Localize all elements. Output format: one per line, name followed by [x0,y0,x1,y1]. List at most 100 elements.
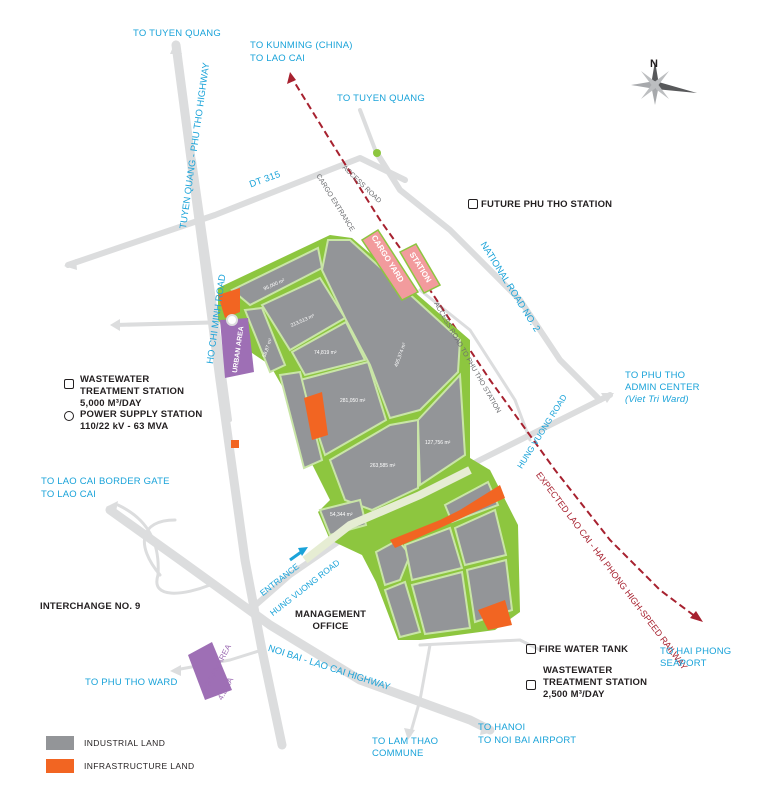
label-interchange: INTERCHANGE NO. 9 [40,601,141,612]
urban-area-small [188,642,232,700]
access-road-phu-tho [418,288,532,442]
train-icon [468,199,478,210]
label-viet-tri-ward: (Viet Tri Ward) [625,394,689,405]
noi-bai-highway [105,505,495,735]
label-to-hai-phong-1: TO HAI PHONG [660,646,732,657]
arrow-noi-bai-east [480,724,494,735]
area-a8: 127,756 m² [425,440,451,446]
railway-arrow-south [690,611,703,622]
area-a4: 74,819 m² [314,350,337,356]
parcel-south-5 [453,508,508,567]
label-fire-water: FIRE WATER TANK [526,644,628,656]
legend-infrastructure-swatch [46,759,74,773]
label-future-station: FUTURE PHU THO STATION [468,199,612,211]
label-to-phu-tho-admin-2: ADMIN CENTER [625,382,700,393]
parcel-a7 [328,418,419,512]
roundabout-north [373,149,381,157]
power-supply-marker [231,440,239,448]
management-line1: MANAGEMENT [295,609,367,620]
wastewater-2-line2: TREATMENT STATION [543,677,648,688]
wastewater-2-line3: 2,500 M³/DAY [543,689,605,700]
entrance-arrowhead [298,547,308,556]
cargo-yard [360,228,420,301]
arrow-lam-thao-south [404,728,415,740]
area-a7: 263,585 m² [370,463,396,469]
parcel-a4 [290,320,367,377]
tuyen-quang-access [358,108,378,154]
label-power-supply: POWER SUPPLY STATION 110/22 kV - 63 MVA [80,409,202,433]
label-to-hanoi-1: TO HANOI [478,722,526,733]
arrow-hung-vuong-east [601,393,614,403]
parcel-south-3 [403,526,464,582]
parcel-south-4 [410,570,472,636]
roundabout-park [226,314,238,326]
infrastructure-parcels [218,288,512,630]
label-to-phu-tho-ward: TO PHU THO WARD [85,677,178,688]
east-small-road [418,638,542,652]
label-wastewater-2: WASTEWATER TREATMENT STATION 2,500 M³/DA… [543,665,647,701]
future-station-text: FUTURE PHU THO STATION [481,199,613,210]
hung-vuong-band [302,466,472,564]
label-to-kunming: TO KUNMING (CHINA) [250,40,353,51]
railway-arrow-north [287,72,296,84]
wastewater-1-line3: 5,000 M³/DAY [80,398,142,409]
legend-industrial-label: INDUSTRIAL LAND [84,738,166,748]
legend-infrastructure-label: INFRASTRUCTURE LAND [84,761,195,771]
station-building [398,243,442,294]
infra-band-center [390,485,505,548]
lam-thao-road [408,643,432,737]
arrow-phu-tho-ward-west [170,665,181,676]
label-to-tuyen-quang-top: TO TUYEN QUANG [133,28,221,39]
area-a9: 54,344 m² [330,512,353,518]
legend-industrial-swatch [46,736,74,750]
infra-nw [218,288,240,318]
arrow-west-spur [110,319,120,331]
label-to-hai-phong-2: SEAPORT [660,658,707,669]
label-to-lao-cai-top: TO LAO CAI [250,53,306,64]
label-management: MANAGEMENT OFFICE [295,609,366,633]
label-to-lao-cai-border: TO LAO CAI BORDER GATE [41,476,170,487]
infra-wastewater-1 [304,392,328,440]
arrow-lao-cai-west [106,501,118,512]
parcel-a8 [416,372,467,487]
tuyen-quang-highway [171,40,287,750]
road-arrows [64,40,614,740]
label-to-phu-tho-admin-1: TO PHU THO [625,370,686,381]
road-network [65,40,613,750]
west-spur [113,320,232,327]
parcel-a3 [243,306,287,374]
area-a6: 281,050 m² [340,398,366,404]
arrow-tq-north [170,40,182,54]
management-line2: OFFICE [312,621,349,632]
wastewater-2-icon [526,680,536,690]
label-to-lam-thao-1: TO LAM THAO [372,736,439,747]
high-speed-railway [289,74,701,621]
parcel-west-strip [278,370,324,470]
wastewater-1-line1: WASTEWATER [80,374,150,385]
power-line2: 110/22 kV - 63 MVA [80,421,169,432]
interchange-loop [116,503,212,595]
infra-se [478,600,512,630]
urban-area-west [220,318,254,378]
label-wastewater-1: WASTEWATER TREATMENT STATION 5,000 M³/DA… [80,374,184,410]
label-to-hanoi-2: TO NOI BAI AIRPORT [478,735,577,746]
label-to-tuyen-quang-mid: TO TUYEN QUANG [337,93,425,104]
fire-water-text: FIRE WATER TANK [539,644,629,655]
label-to-lam-thao-2: COMMUNE [372,748,424,759]
wastewater-icon [64,379,74,389]
label-to-lao-cai-mid: TO LAO CAI [41,489,97,500]
wastewater-2-line1: WASTEWATER [543,665,613,676]
compass-rose [631,61,697,105]
park-boundary [188,228,520,700]
dt315-road [65,155,408,268]
arrow-dt315-west [64,259,77,270]
ho-chi-minh-road [192,158,232,422]
label-north: N [650,58,659,70]
wastewater-1-line2: TREATMENT STATION [80,386,185,397]
water-tank-icon [526,644,536,655]
power-icon [64,411,74,421]
parcel-south-2 [383,580,422,639]
power-line1: POWER SUPPLY STATION [80,409,203,420]
national-road-2 [373,149,603,403]
